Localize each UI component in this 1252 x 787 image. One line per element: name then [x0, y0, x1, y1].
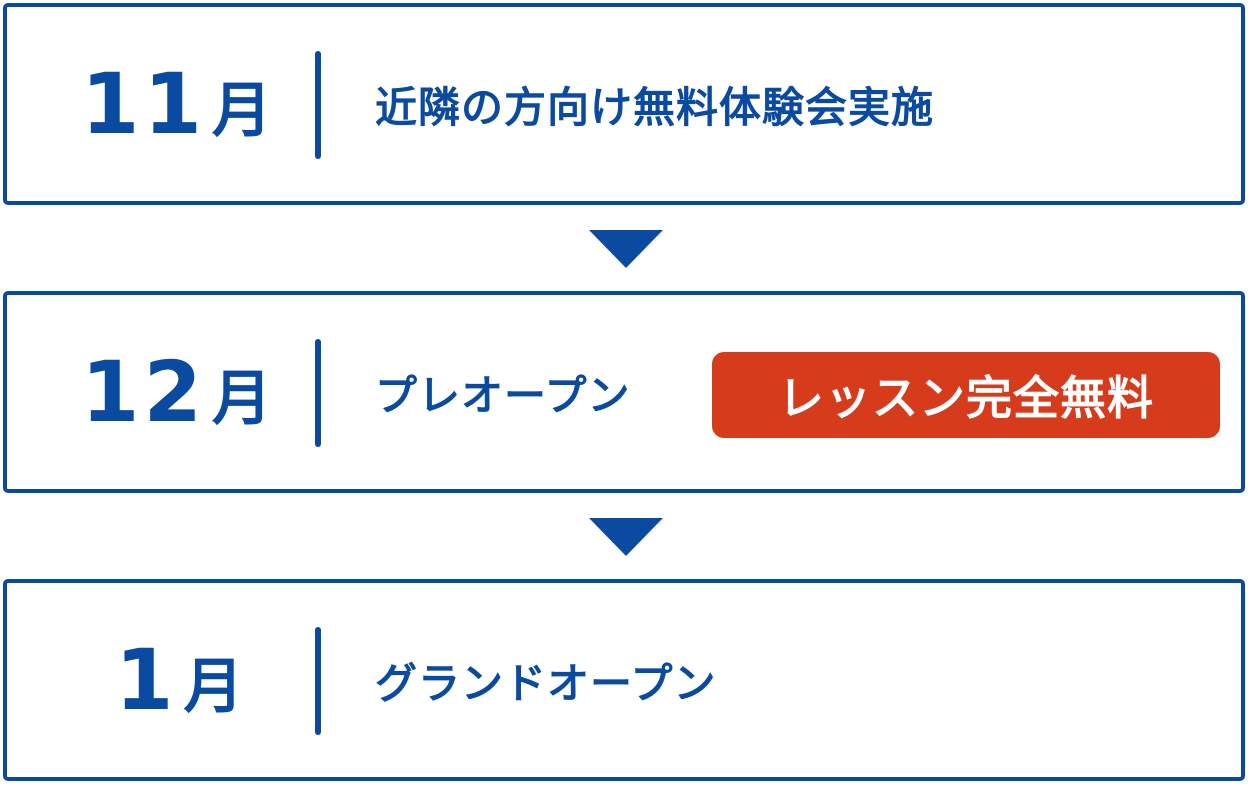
month-unit: 月	[211, 364, 272, 434]
month-label: 11 月	[81, 7, 272, 201]
vertical-divider	[315, 339, 321, 447]
down-triangle-arrow-icon	[589, 518, 663, 556]
month-unit: 月	[183, 652, 244, 722]
timeline-step-december: 12 月 プレオープン レッスン完全無料	[3, 291, 1245, 493]
vertical-divider	[315, 51, 321, 159]
vertical-divider	[315, 627, 321, 735]
step-description: プレオープン	[375, 370, 631, 420]
timeline-step-november: 11 月 近隣の方向け無料体験会実施	[3, 3, 1245, 205]
month-number: 11	[81, 55, 206, 153]
free-lesson-badge: レッスン完全無料	[712, 352, 1220, 438]
down-triangle-arrow-icon	[589, 230, 663, 268]
month-label: 12 月	[81, 295, 272, 489]
month-unit: 月	[211, 76, 272, 146]
month-number: 12	[81, 343, 206, 441]
timeline-step-january: 1 月 グランドオープン	[3, 579, 1245, 781]
step-description: 近隣の方向け無料体験会実施	[375, 82, 935, 132]
month-number: 1	[115, 631, 178, 729]
month-label: 1 月	[115, 583, 243, 777]
step-description: グランドオープン	[375, 658, 717, 708]
